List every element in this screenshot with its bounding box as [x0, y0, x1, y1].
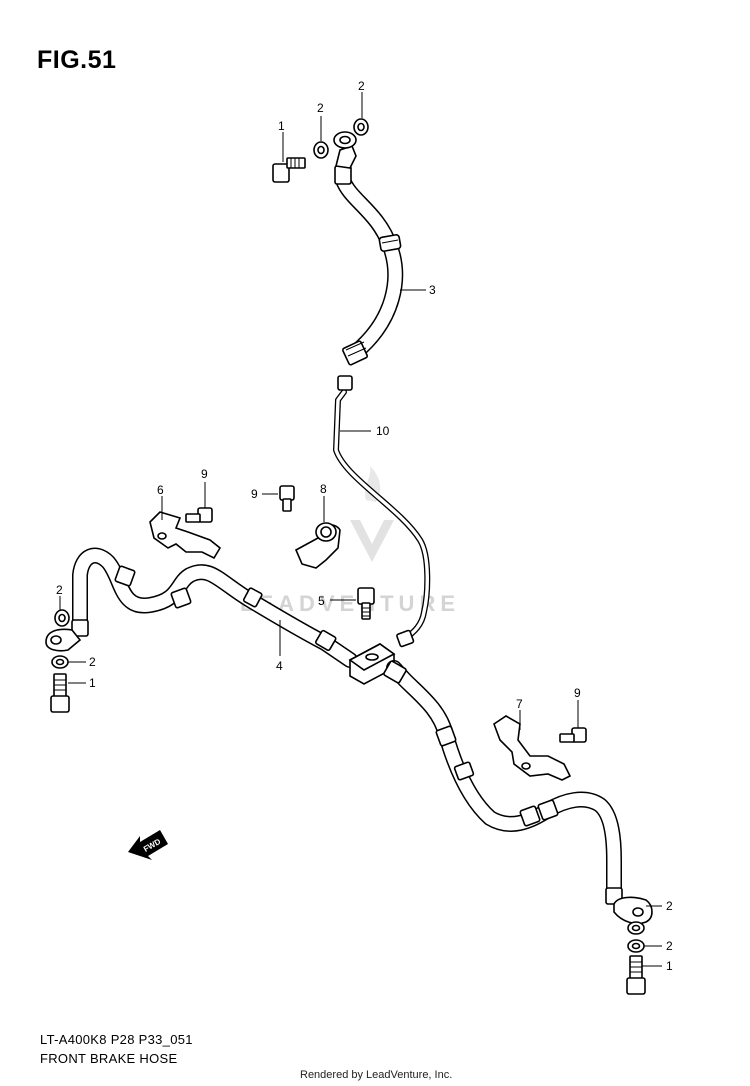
bolt-icon — [279, 485, 295, 512]
callout-label: 7 — [516, 697, 523, 711]
figure-title: FIG.51 — [37, 46, 117, 74]
callout-labels: 1 2 2 3 10 9 6 9 8 5 2 2 1 4 7 9 2 2 1 — [56, 79, 673, 973]
lower-brake-hose-left — [45, 547, 358, 668]
bracket-icon — [149, 511, 222, 560]
upper-brake-hose — [333, 131, 404, 366]
lower-brake-hose-right — [383, 660, 653, 925]
callout-label: 1 — [666, 959, 673, 973]
callout-label: 2 — [317, 101, 324, 115]
washer-icon — [313, 141, 329, 159]
clamp-icon — [294, 522, 341, 569]
figure-caption: FRONT BRAKE HOSE — [40, 1051, 178, 1066]
callout-label: 2 — [666, 939, 673, 953]
callout-label: 6 — [157, 483, 164, 497]
callout-label: 9 — [251, 487, 258, 501]
callout-label: 2 — [358, 79, 365, 93]
callout-label: 2 — [56, 583, 63, 597]
callout-label: 8 — [320, 482, 327, 496]
washer-icon — [627, 939, 645, 953]
callout-label: 2 — [89, 655, 96, 669]
leader-lines — [59, 92, 662, 967]
washer-icon — [54, 609, 70, 627]
callout-label: 10 — [376, 424, 390, 438]
callout-label: 9 — [574, 686, 581, 700]
callout-label: 4 — [276, 659, 283, 673]
fwd-arrow-icon: FWD — [128, 830, 168, 860]
bolt-icon — [559, 727, 587, 743]
callout-label: 2 — [666, 899, 673, 913]
bolt-icon — [272, 157, 306, 183]
washer-icon — [627, 921, 645, 935]
callout-label: 1 — [278, 119, 285, 133]
bracket-icon — [493, 715, 572, 781]
brake-pipe — [333, 375, 431, 648]
callout-label: 3 — [429, 283, 436, 297]
bolt-icon — [50, 673, 70, 713]
render-credit: Rendered by LeadVenture, Inc. — [300, 1069, 453, 1081]
model-code: LT-A400K8 P28 P33_051 — [40, 1032, 193, 1047]
callout-label: 5 — [318, 594, 325, 608]
callout-label: 9 — [201, 467, 208, 481]
bolt-icon — [357, 587, 375, 620]
callout-label: 1 — [89, 676, 96, 690]
bolt-icon — [626, 955, 646, 995]
bolt-icon — [185, 507, 213, 523]
washer-icon — [353, 118, 369, 136]
washer-icon — [51, 655, 69, 669]
